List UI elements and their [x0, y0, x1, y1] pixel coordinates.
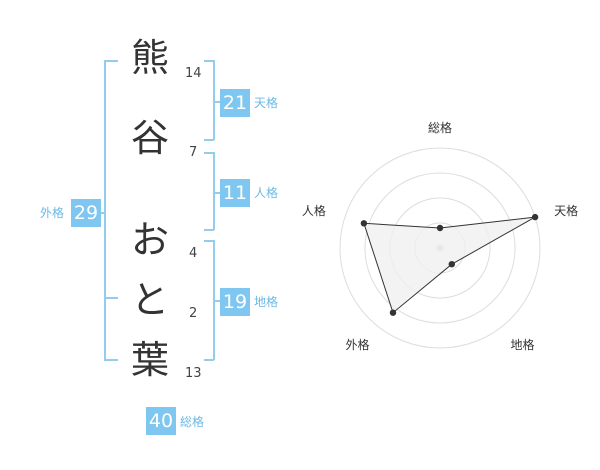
- soukaku-value: 40: [146, 407, 176, 435]
- tenkaku-label: 天格: [254, 96, 279, 110]
- radar-axis-label-1: 総格: [428, 120, 452, 135]
- chikaku-value: 19: [220, 288, 250, 316]
- name-char-3: お: [130, 218, 169, 262]
- radar-point-2: [531, 213, 539, 221]
- chikaku-label: 地格: [254, 295, 279, 309]
- name-char-2: 谷: [130, 116, 169, 160]
- name-char-4: と: [130, 278, 169, 322]
- stroke-count-4: 2: [189, 306, 198, 321]
- radar-axis-label-5: 人格: [302, 203, 326, 218]
- gaikaku-label: 外格: [40, 206, 65, 220]
- stroke-count-2: 7: [189, 145, 198, 160]
- jinkaku-label: 人格: [254, 186, 279, 200]
- name-char-1: 熊: [130, 36, 169, 80]
- radar-point-4: [389, 309, 397, 316]
- stroke-count-3: 4: [189, 246, 198, 261]
- jinkaku-value: 11: [220, 179, 250, 207]
- radar-ring-3: [364, 172, 516, 324]
- stroke-count-1: 14: [185, 66, 202, 81]
- name-char-5: 葉: [130, 338, 169, 382]
- radar-axis-label-3: 地格: [511, 337, 535, 352]
- radar-ring-4: [339, 147, 541, 349]
- radar-point-5: [360, 220, 368, 227]
- radar-point-3: [448, 261, 455, 268]
- stroke-count-5: 13: [185, 366, 202, 381]
- tenkaku-value: 21: [220, 89, 250, 117]
- radar-axis-label-4: 外格: [345, 337, 369, 352]
- radar-axis-label-2: 天格: [554, 203, 578, 218]
- soukaku-label: 総格: [180, 415, 205, 429]
- radar-point-1: [436, 224, 444, 232]
- gaikaku-value: 29: [71, 199, 101, 227]
